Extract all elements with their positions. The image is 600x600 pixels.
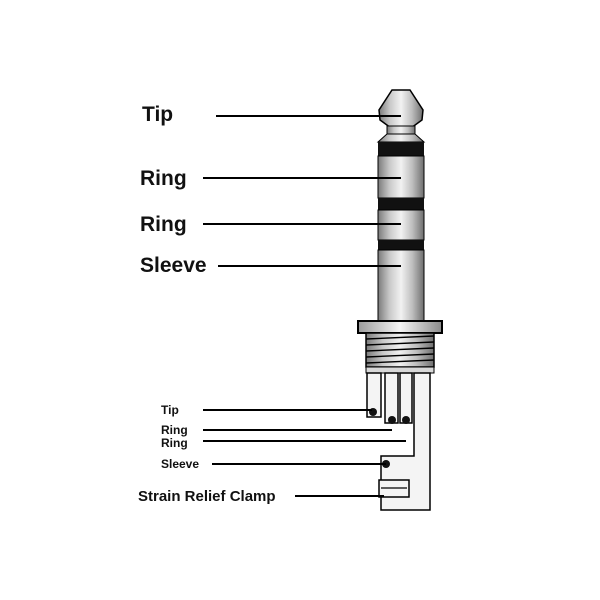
terminal-ring2-lug <box>399 372 413 424</box>
terminal-ring-lug <box>384 372 399 424</box>
insulator-1 <box>378 142 424 156</box>
upper-labels: Tip Ring Ring Sleeve <box>140 103 207 277</box>
insulator-2 <box>378 198 424 210</box>
label-tip: Tip <box>142 103 173 126</box>
solder-hole-ring-2 <box>402 416 410 424</box>
solder-hole-ring-1 <box>388 416 396 424</box>
lower-labels: Tip Ring Ring Sleeve Strain Relief Clamp <box>138 403 276 505</box>
lower-leaders <box>203 409 406 497</box>
thread-lines <box>365 335 435 364</box>
terminal-tip-lug <box>366 372 382 418</box>
insulator-3 <box>378 240 424 250</box>
label-terminal-sleeve: Sleeve <box>161 457 199 471</box>
plug-tip <box>378 89 424 129</box>
plug-body <box>357 89 443 511</box>
plug-sleeve <box>377 249 425 323</box>
terminal-base <box>365 366 435 374</box>
label-ring-1: Ring <box>140 167 187 190</box>
plug-collar <box>357 320 443 334</box>
label-terminal-tip: Tip <box>161 403 179 417</box>
label-sleeve: Sleeve <box>140 254 207 277</box>
label-terminal-ring-2: Ring <box>161 436 188 450</box>
plug-tip-shoulder <box>376 133 426 143</box>
label-terminal-ring-1: Ring <box>161 423 188 437</box>
upper-leaders <box>203 115 401 267</box>
label-ring-2: Ring <box>140 213 187 236</box>
label-strain-relief-clamp: Strain Relief Clamp <box>138 488 276 505</box>
